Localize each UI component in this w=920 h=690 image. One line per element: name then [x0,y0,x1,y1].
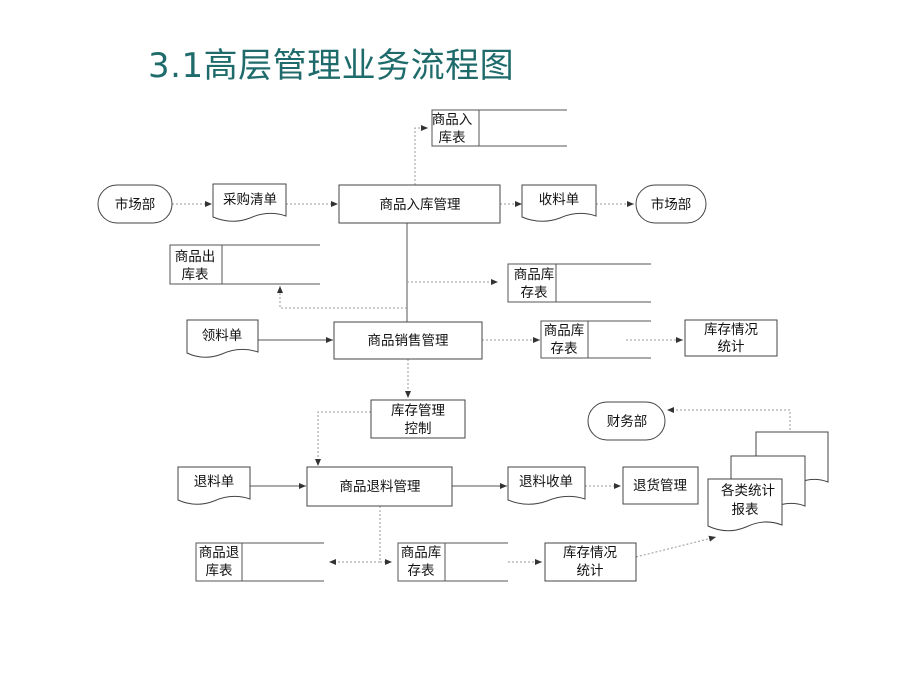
datastore-label-line2: 库表 [206,563,233,579]
datastore-inventory-table-3: 商品库 存表 [397,542,508,582]
document-purchase-list: 采购清单 [212,183,287,222]
process-label-line2: 统计 [577,563,604,579]
multidocument-label-line2: 报表 [732,502,760,518]
process-return-management: 商品退料管理 [306,466,453,507]
document-label: 退料收单 [519,474,573,490]
datastore-inventory-table-1: 商品库 存表 [507,263,651,303]
document-label: 领料单 [202,328,243,344]
process-inventory-statistics-2: 库存情况 统计 [544,542,637,582]
process-label-line1: 库存情况 [704,322,758,338]
process-label-line2: 统计 [718,339,745,355]
terminator-market-left: 市场部 [97,184,173,224]
datastore-label-line2: 存表 [408,563,435,579]
document-label: 收料单 [539,192,580,208]
datastore-goods-out-table: 商品出 库表 [169,244,320,285]
page-title: 3.1高层管理业务流程图 [148,46,515,86]
document-receipt: 收料单 [521,184,597,222]
process-label: 退货管理 [633,477,687,494]
datastore-label-line1: 商品退 [199,545,240,561]
datastore-label-line2: 存表 [521,285,549,301]
datastore-label-line1: 商品入 [432,112,473,128]
connectors [172,125,791,565]
datastore-label-line1: 商品库 [514,267,555,283]
datastore-label-line1: 商品库 [401,545,442,561]
terminator-market-right: 市场部 [635,184,707,224]
process-goods-in-management: 商品入库管理 [338,184,501,224]
process-sales-management: 商品销售管理 [333,321,483,360]
terminator-label: 市场部 [115,196,156,213]
process-inventory-control: 库存管理 控制 [370,399,466,439]
document-material-requisition: 领料单 [186,319,259,358]
datastore-label-line1: 商品出 [175,249,216,265]
process-label-line1: 库存管理 [391,403,445,419]
datastore-label-line2: 库表 [439,130,466,146]
document-label: 采购清单 [223,192,277,208]
process-label: 商品销售管理 [368,333,449,349]
document-return-slip: 退料单 [177,466,251,505]
process-label-line1: 库存情况 [563,545,617,561]
document-label: 退料单 [194,474,235,490]
process-inventory-statistics-1: 库存情况 统计 [684,319,778,357]
terminator-finance-dept: 财务部 [587,401,666,441]
datastore-goods-return-table: 商品退 库表 [195,542,324,582]
datastore-goods-in-table: 商品入 库表 [431,109,567,147]
terminator-label: 财务部 [607,414,648,430]
datastore-label-line2: 存表 [551,341,579,357]
process-label: 商品退料管理 [340,479,421,495]
document-return-receipt: 退料收单 [507,466,586,505]
multidocument-label-line1: 各类统计 [721,483,775,499]
datastore-label-line1: 商品库 [544,323,585,339]
process-label: 商品入库管理 [380,197,461,213]
datastore-label-line2: 库表 [182,267,209,283]
process-label-line2: 控制 [405,421,432,437]
multidocument-reports: 各类统计 报表 [707,431,829,532]
process-goods-return-management: 退货管理 [622,466,699,505]
datastore-inventory-table-2: 商品库 存表 [540,320,651,359]
terminator-label: 市场部 [651,196,692,213]
